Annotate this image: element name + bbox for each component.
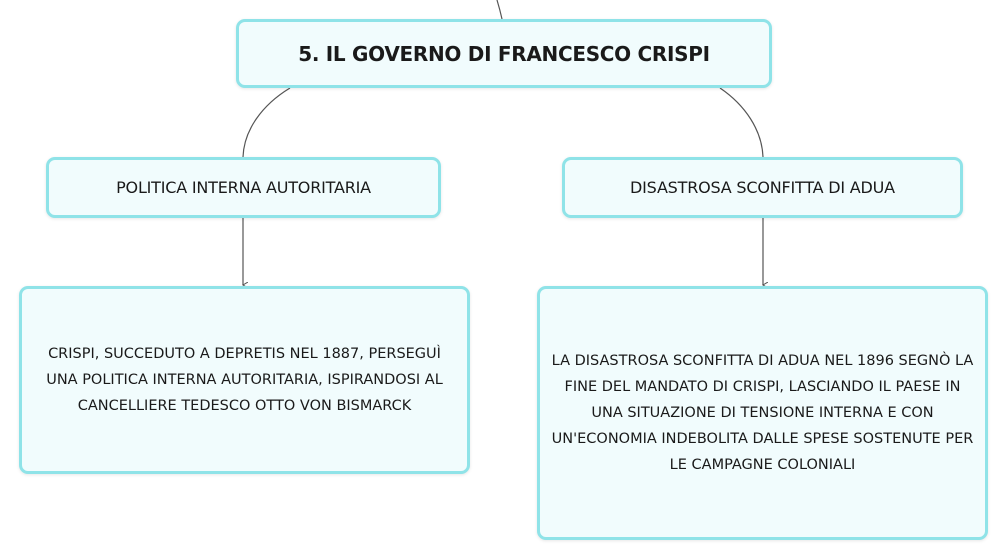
topic-node-label: DISASTROSA SCONFITTA DI ADUA — [630, 178, 895, 197]
detail-node-text: CRISPI, SUCCEDUTO A DEPRETIS NEL 1887, P… — [46, 346, 443, 414]
detail-node-sconfitta-adua[interactable]: LA DISASTROSA SCONFITTA DI ADUA NEL 1896… — [537, 286, 988, 540]
detail-node-text: LA DISASTROSA SCONFITTA DI ADUA NEL 1896… — [551, 353, 974, 473]
topic-node-sconfitta-adua[interactable]: DISASTROSA SCONFITTA DI ADUA — [562, 157, 963, 218]
topic-node-label: POLITICA INTERNA AUTORITARIA — [116, 178, 371, 197]
topic-node-politica-interna[interactable]: POLITICA INTERNA AUTORITARIA — [46, 157, 441, 218]
root-node-label: 5. IL GOVERNO DI FRANCESCO CRISPI — [298, 41, 710, 66]
detail-node-politica-interna[interactable]: CRISPI, SUCCEDUTO A DEPRETIS NEL 1887, P… — [19, 286, 470, 474]
root-node[interactable]: 5. IL GOVERNO DI FRANCESCO CRISPI — [236, 19, 772, 88]
connector-root-to-politica-interna — [242, 87, 291, 158]
connector-parent-to-root — [496, 0, 503, 20]
connector-root-to-sconfitta-adua — [719, 87, 764, 158]
